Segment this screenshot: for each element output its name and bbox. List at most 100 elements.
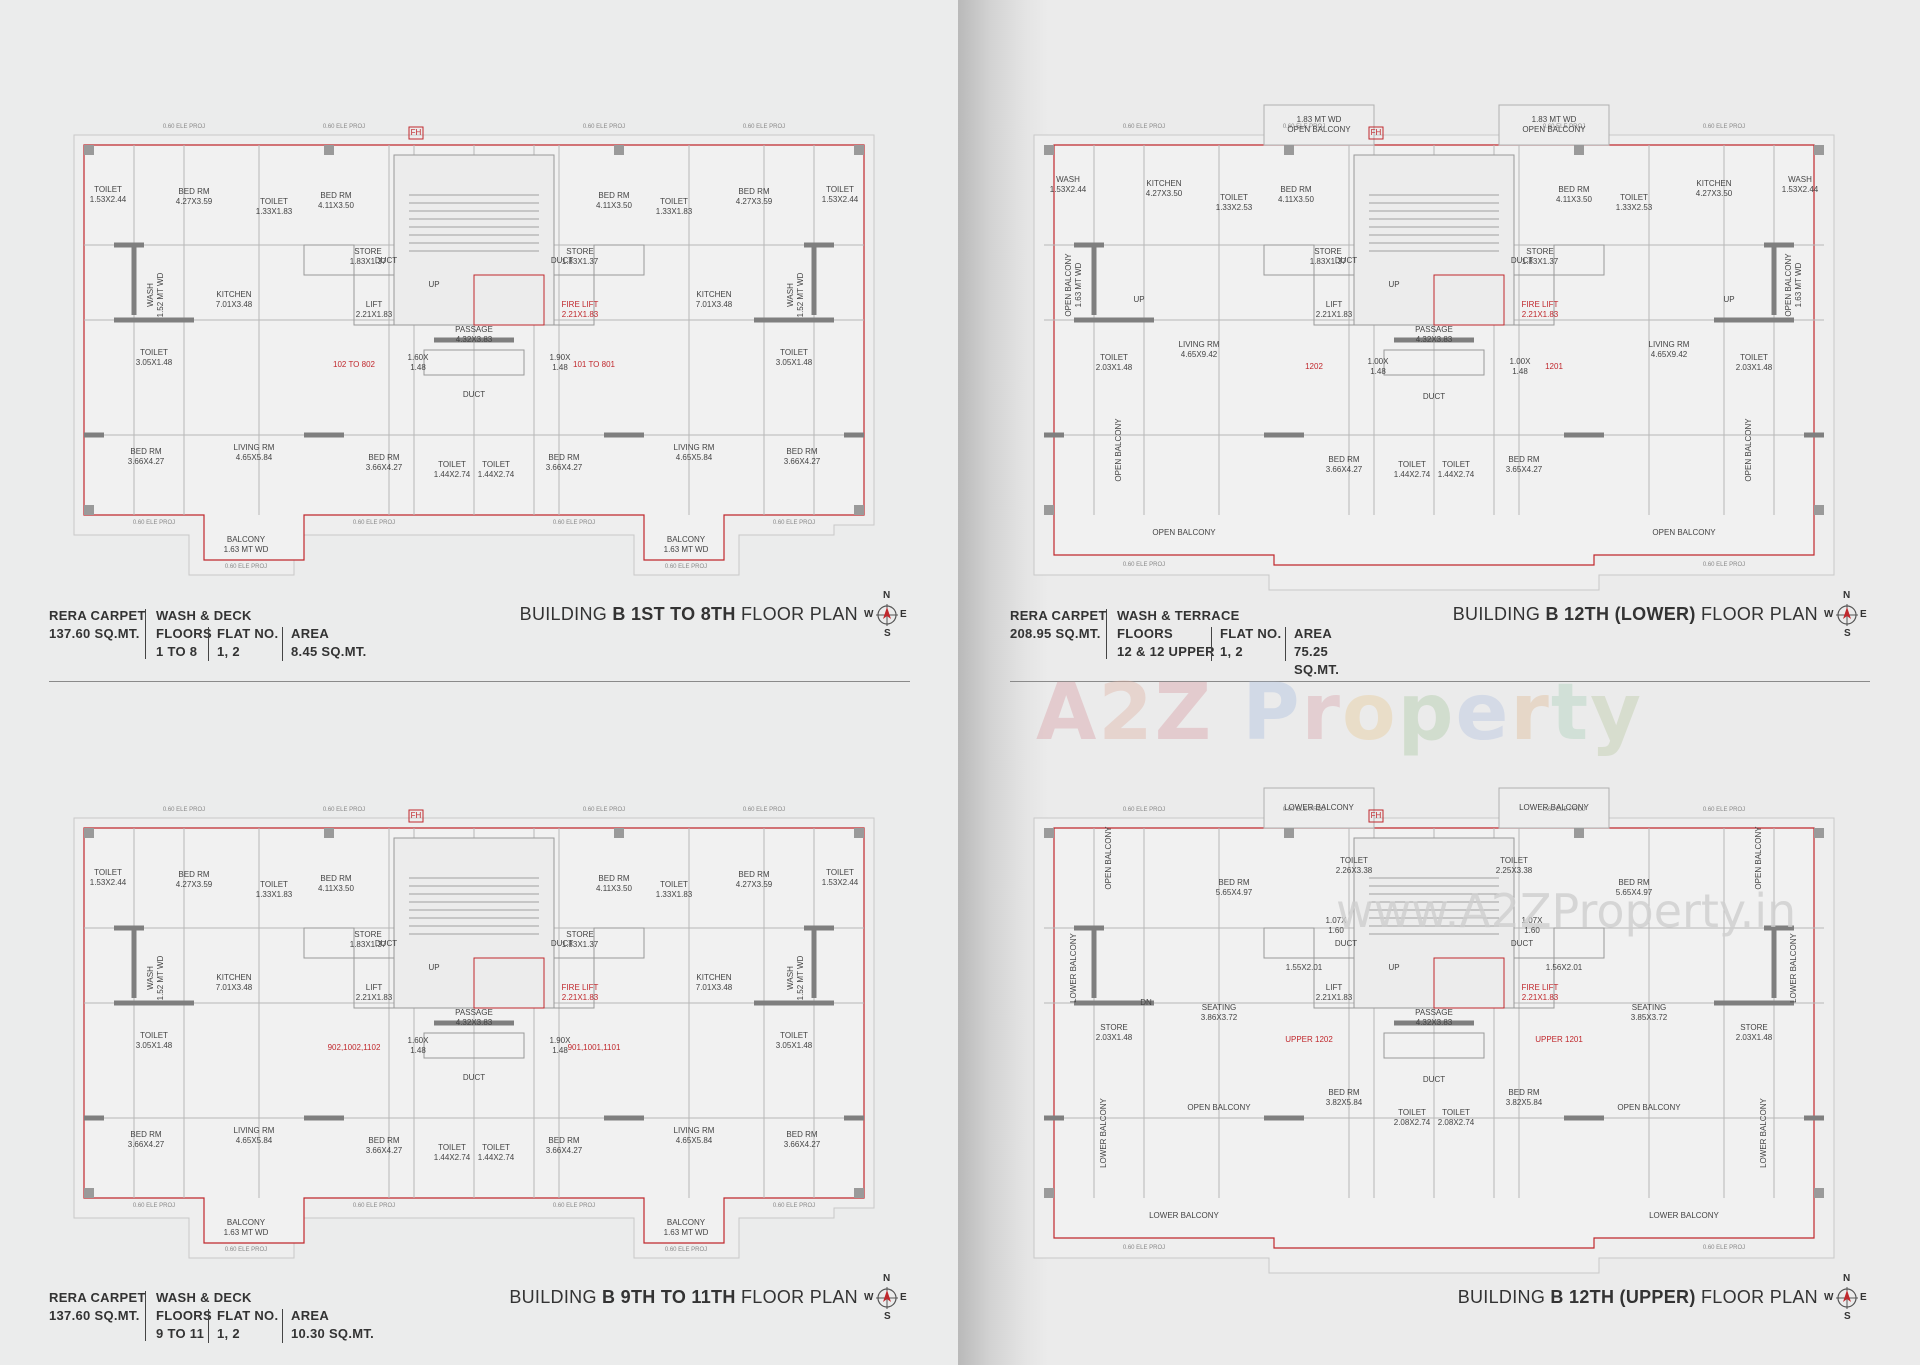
projection-label: 0.60 ELE PROJ <box>162 807 206 813</box>
compass-west-label: W <box>864 1292 874 1303</box>
compass-rose <box>876 604 898 626</box>
book-spine <box>958 0 1048 1365</box>
room-label: LOWER BALCONY <box>1069 933 1078 1003</box>
plan-title-1: BUILDING B 1ST TO 8TH FLOOR PLAN <box>519 604 858 624</box>
room-label: UP <box>1388 280 1400 289</box>
area-value: 8.45 SQ.MT. <box>291 644 367 659</box>
projection-label: 0.60 ELE PROJ <box>742 124 786 130</box>
room-label: LOWER BALCONY <box>1759 1098 1768 1168</box>
flat-number-marker: 902,1002,1102 <box>327 1043 381 1052</box>
area-value: 75.25 SQ.MT. <box>1294 644 1340 677</box>
rera-label: RERA CARPET <box>49 608 146 623</box>
room-label: DUCT <box>550 939 574 948</box>
area-info-block-2: RERA CARPET 208.95 SQ.MT. WASH & TERRACE… <box>1010 607 1370 677</box>
room-label: OPEN BALCONY <box>1754 826 1763 890</box>
flat-value: 1, 2 <box>217 1326 240 1341</box>
flat-number-marker: UPPER 1201 <box>1535 1035 1583 1044</box>
flat-label: FLAT NO. <box>217 626 279 641</box>
plan-title-3: BUILDING B 9TH TO 11TH FLOOR PLAN <box>509 1287 858 1307</box>
projection-label: 0.60 ELE PROJ <box>1122 562 1166 568</box>
floors-value: 1 TO 8 <box>156 644 198 659</box>
rera-label: RERA CARPET <box>1010 608 1107 623</box>
wash-label: WASH & TERRACE <box>1117 608 1240 623</box>
projection-label: 0.60 ELE PROJ <box>322 807 366 813</box>
fire-hydrant-marker: FH <box>1370 811 1382 820</box>
projection-label: 0.60 ELE PROJ <box>772 1203 816 1209</box>
plan-title-2: BUILDING B 12TH (LOWER) FLOOR PLAN <box>1452 604 1818 624</box>
projection-label: 0.60 ELE PROJ <box>352 520 396 526</box>
plan-title-4: BUILDING B 12TH (UPPER) FLOOR PLAN <box>1457 1287 1818 1307</box>
projection-label: 0.60 ELE PROJ <box>322 124 366 130</box>
projection-label: 0.60 ELE PROJ <box>352 1203 396 1209</box>
projection-label: 0.60 ELE PROJ <box>1702 807 1746 813</box>
room-label: DUCT <box>462 1073 486 1082</box>
projection-label: 0.60 ELE PROJ <box>582 124 626 130</box>
wash-label: WASH & DECK <box>156 608 252 623</box>
projection-label: 0.60 ELE PROJ <box>1542 124 1586 130</box>
room-label: DUCT <box>1510 256 1534 265</box>
flat-label: FLAT NO. <box>217 1308 279 1323</box>
wash-label: WASH & DECK <box>156 1290 252 1305</box>
flat-number-marker: 101 TO 801 <box>573 360 615 369</box>
compass-rose <box>1836 1287 1858 1309</box>
projection-label: 0.60 ELE PROJ <box>552 1203 596 1209</box>
room-label: UP <box>1723 295 1735 304</box>
projection-label: 0.60 ELE PROJ <box>132 1203 176 1209</box>
floors-label: FLOORS <box>1117 626 1173 641</box>
room-label: LOWER BALCONY <box>1149 1211 1219 1220</box>
compass-east-label: E <box>900 1292 907 1303</box>
projection-label: 0.60 ELE PROJ <box>1702 1245 1746 1251</box>
floors-label: FLOORS <box>156 626 212 641</box>
floor-plan-drawing <box>73 809 875 1259</box>
area-value: 10.30 SQ.MT. <box>291 1326 375 1341</box>
area-info-block-3: RERA CARPET 137.60 SQ.MT. WASH & DECK FL… <box>49 1289 379 1349</box>
rera-value: 137.60 SQ.MT. <box>49 626 140 641</box>
compass-rose <box>1836 604 1858 626</box>
projection-label: 0.60 ELE PROJ <box>582 807 626 813</box>
room-label: OPEN BALCONY <box>1152 528 1216 537</box>
room-label: LOWER BALCONY <box>1099 1098 1108 1168</box>
room-label: LOWER BALCONY <box>1519 803 1589 812</box>
section-divider <box>49 681 910 682</box>
projection-label: 0.60 ELE PROJ <box>1702 124 1746 130</box>
